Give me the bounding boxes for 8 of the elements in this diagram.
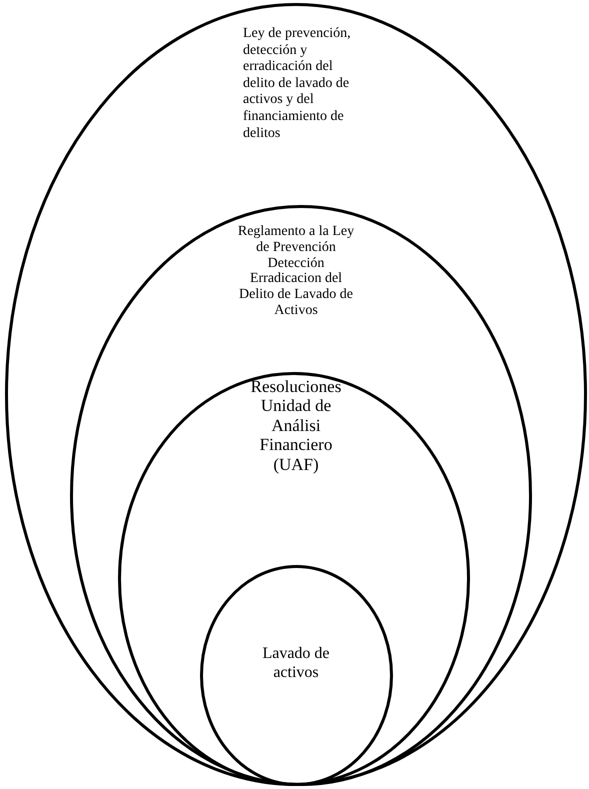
ellipse [200, 565, 393, 786]
ellipse [70, 205, 532, 786]
ellipse-label: Resoluciones Unidad de Análisi Financiero (UAF) [250, 377, 342, 474]
ellipse [118, 372, 470, 786]
ellipse-label: Ley de prevención, detección y erradicación del delito de lavado de activos y del financiamiento de delitos [243, 26, 352, 142]
ellipse [5, 3, 587, 786]
ellipse-label: Lavado de activos [261, 645, 331, 682]
ellipse-label: Reglamento a la Ley de Prevención Detección Erradicacion del Delito de Lavado de Activos [236, 224, 356, 319]
